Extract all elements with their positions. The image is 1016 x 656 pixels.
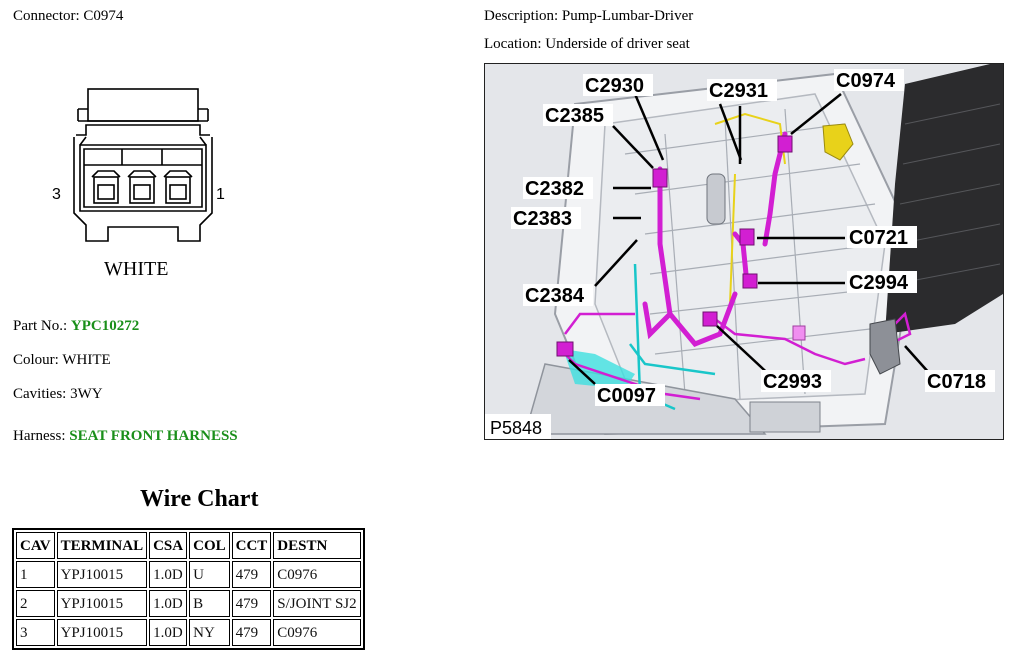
table-row: 3 YPJ10015 1.0D NY 479 C0976 bbox=[16, 619, 361, 646]
callout-c0974: C0974 bbox=[836, 70, 896, 92]
wire-chart-title: Wire Chart bbox=[140, 486, 259, 512]
connector-id: C0974 bbox=[83, 8, 124, 24]
cell-csa: 1.0D bbox=[149, 619, 188, 646]
cavities-line: Cavities: 3WY bbox=[13, 386, 103, 403]
wire-chart-table: CAV TERMINAL CSA COL CCT DESTN 1 YPJ1001… bbox=[12, 528, 365, 650]
part-number-label: Part No.: bbox=[13, 318, 68, 334]
cell-cct: 479 bbox=[231, 619, 272, 646]
part-number-value[interactable]: YPC10272 bbox=[70, 318, 140, 334]
seat-underside-drawing: C2930 C2931 C0974 C2385 C2382 C2383 C072… bbox=[485, 64, 1003, 439]
location-label: Location: bbox=[484, 36, 542, 52]
location-value: Underside of driver seat bbox=[545, 36, 690, 52]
wire-chart-header-row: CAV TERMINAL CSA COL CCT DESTN bbox=[16, 532, 361, 559]
cell-csa: 1.0D bbox=[149, 561, 188, 588]
location-line: Location: Underside of driver seat bbox=[484, 36, 690, 53]
callout-c2994: C2994 bbox=[849, 272, 909, 294]
colour-value: WHITE bbox=[62, 352, 111, 368]
cell-terminal: YPJ10015 bbox=[56, 561, 148, 588]
header-cct: CCT bbox=[231, 532, 272, 559]
header-csa: CSA bbox=[149, 532, 188, 559]
cell-destn: C0976 bbox=[273, 561, 361, 588]
connector-colour-caption: WHITE bbox=[104, 258, 168, 280]
harness-label: Harness: bbox=[13, 428, 66, 444]
cell-terminal: YPJ10015 bbox=[56, 590, 148, 617]
header-cav: CAV bbox=[16, 532, 55, 559]
header-destn: DESTN bbox=[273, 532, 361, 559]
callout-c0721: C0721 bbox=[849, 227, 908, 249]
cell-cav: 3 bbox=[16, 619, 55, 646]
colour-line: Colour: WHITE bbox=[13, 352, 111, 369]
connector-heading: Connector: C0974 bbox=[13, 8, 123, 25]
harness-value[interactable]: SEAT FRONT HARNESS bbox=[69, 428, 238, 444]
cavities-value: 3WY bbox=[70, 386, 103, 402]
connector-face-drawing: 3 1 WHITE bbox=[52, 88, 225, 280]
header-terminal: TERMINAL bbox=[56, 532, 148, 559]
connector-label: Connector: bbox=[13, 8, 80, 24]
cell-col: B bbox=[189, 590, 230, 617]
callout-c2384: C2384 bbox=[525, 285, 585, 307]
callout-c2931: C2931 bbox=[709, 80, 768, 102]
header-col: COL bbox=[189, 532, 230, 559]
callout-c2993: C2993 bbox=[763, 371, 822, 393]
description-value: Pump-Lumbar-Driver bbox=[561, 8, 694, 24]
cell-col: U bbox=[189, 561, 230, 588]
harness-line: Harness: SEAT FRONT HARNESS bbox=[13, 428, 238, 445]
cell-destn: S/JOINT SJ2 bbox=[273, 590, 361, 617]
cell-cct: 479 bbox=[231, 590, 272, 617]
callout-c2383: C2383 bbox=[513, 208, 572, 230]
cavities-label: Cavities: bbox=[13, 386, 67, 402]
cell-col: NY bbox=[189, 619, 230, 646]
cell-destn: C0976 bbox=[273, 619, 361, 646]
table-row: 2 YPJ10015 1.0D B 479 S/JOINT SJ2 bbox=[16, 590, 361, 617]
cell-cav: 1 bbox=[16, 561, 55, 588]
description-label: Description: bbox=[484, 8, 559, 24]
table-row: 1 YPJ10015 1.0D U 479 C0976 bbox=[16, 561, 361, 588]
pin-3-label: 3 bbox=[52, 186, 61, 203]
callout-c2382: C2382 bbox=[525, 178, 584, 200]
cell-cav: 2 bbox=[16, 590, 55, 617]
callout-c0718: C0718 bbox=[927, 371, 986, 393]
photo-reference: P5848 bbox=[490, 418, 542, 438]
location-illustration: C2930 C2931 C0974 C2385 C2382 C2383 C072… bbox=[484, 63, 1004, 440]
cell-terminal: YPJ10015 bbox=[56, 619, 148, 646]
callout-c0097: C0097 bbox=[597, 385, 656, 407]
callout-c2930: C2930 bbox=[585, 75, 644, 97]
cell-csa: 1.0D bbox=[149, 590, 188, 617]
cell-cct: 479 bbox=[231, 561, 272, 588]
description-line: Description: Pump-Lumbar-Driver bbox=[484, 8, 693, 25]
callout-c2385: C2385 bbox=[545, 105, 604, 127]
pin-1-label: 1 bbox=[216, 186, 225, 203]
part-number-line: Part No.: YPC10272 bbox=[13, 318, 139, 335]
colour-label: Colour: bbox=[13, 352, 59, 368]
